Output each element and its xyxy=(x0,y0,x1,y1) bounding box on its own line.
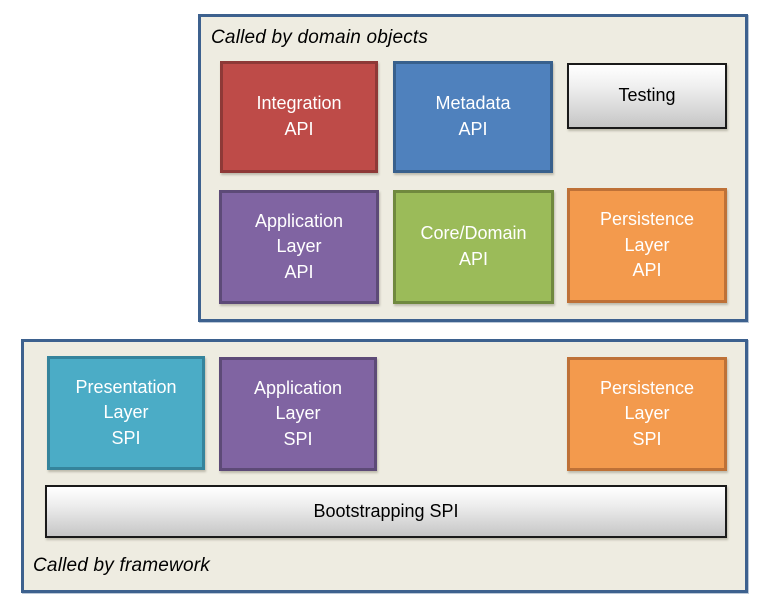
node-label: Metadata API xyxy=(435,93,511,139)
node-presentation-layer-spi: Presentation Layer SPI xyxy=(47,356,205,470)
node-integration-api: Integration API xyxy=(220,61,378,173)
node-testing: Testing xyxy=(567,63,727,129)
node-persistence-layer-spi: Persistence Layer SPI xyxy=(567,357,727,471)
node-application-layer-spi: Application Layer SPI xyxy=(219,357,377,471)
panel-caption: Called by domain objects xyxy=(211,27,429,48)
node-label: Testing xyxy=(618,85,676,106)
node-core-domain-api: Core/Domain API xyxy=(393,190,554,304)
node-label: Integration API xyxy=(256,93,342,139)
node-label: Presentation Layer SPI xyxy=(75,376,177,448)
node-label: Application Layer SPI xyxy=(253,377,343,449)
panel-called-by-domain-objects: Called by domain objects Integration API… xyxy=(198,14,748,322)
node-application-layer-api: Application Layer API xyxy=(219,190,379,304)
node-label: Persistence Layer SPI xyxy=(599,377,695,449)
node-label: Application Layer API xyxy=(254,210,344,282)
node-label: Core/Domain API xyxy=(420,223,527,269)
node-bootstrapping-spi: Bootstrapping SPI xyxy=(45,485,727,538)
node-label: Persistence Layer API xyxy=(599,209,695,281)
panel-called-by-framework: Presentation Layer SPI Application Layer… xyxy=(21,339,748,593)
node-label: Bootstrapping SPI xyxy=(313,500,459,521)
node-metadata-api: Metadata API xyxy=(393,61,553,173)
node-persistence-layer-api: Persistence Layer API xyxy=(567,188,727,303)
panel-caption: Called by framework xyxy=(33,555,210,576)
